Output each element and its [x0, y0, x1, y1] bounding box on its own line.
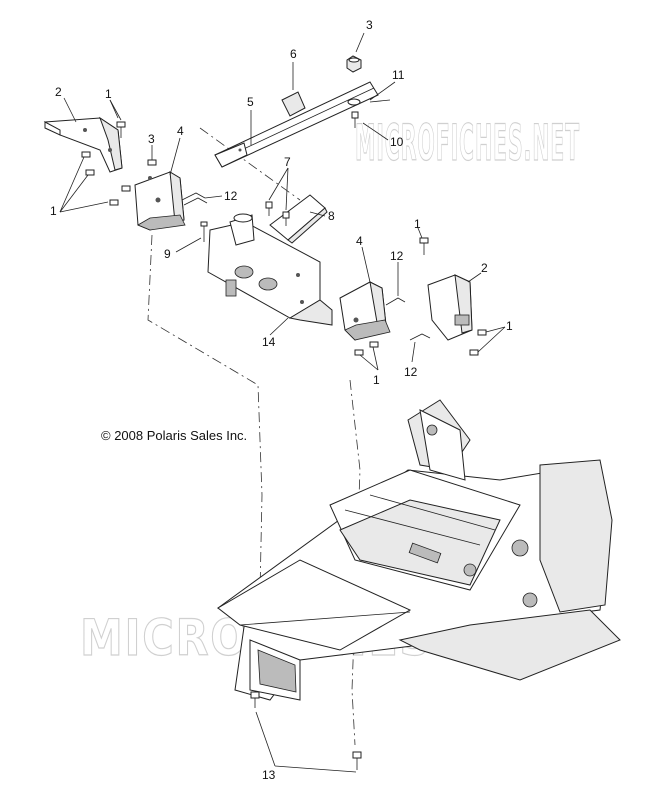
callout-5: 5: [247, 95, 254, 109]
crossbar-tube: [214, 81, 379, 168]
callout-3-top: 3: [366, 18, 373, 32]
callout-4-left: 4: [177, 124, 184, 138]
callout-labels: 3 6 11 5 10 2 1 3 4 1 12 7 8 9 14 4 1 12…: [50, 18, 513, 782]
callout-2-left: 2: [55, 85, 62, 99]
left-steering-bracket: [43, 116, 123, 173]
callout-8: 8: [328, 209, 335, 223]
bolts-left: [81, 121, 131, 206]
steering-post-housing: [207, 213, 333, 326]
clips-left: [181, 192, 208, 206]
upper-plate: [265, 194, 328, 244]
bottom-bolts: [250, 691, 362, 770]
callout-10: 10: [390, 135, 404, 149]
callout-13: 13: [262, 768, 276, 782]
callout-6: 6: [290, 47, 297, 61]
leader-lines: [59, 32, 506, 773]
pin: [200, 221, 208, 242]
clips-right: [385, 297, 431, 341]
callout-9: 9: [164, 247, 171, 261]
callout-14: 14: [262, 335, 276, 349]
callout-1-upper-right: 1: [414, 217, 421, 231]
callout-1-upper-left: 1: [105, 87, 112, 101]
copyright-notice: © 2008 Polaris Sales Inc.: [101, 428, 247, 443]
callout-3-left: 3: [148, 132, 155, 146]
callout-2-right: 2: [481, 261, 488, 275]
chassis-bulkhead: [217, 399, 621, 701]
left-mount: [134, 159, 186, 231]
watermark-top: MICROFICHES.NET: [355, 114, 580, 172]
callout-7: 7: [284, 155, 291, 169]
hardware-top-right: [346, 55, 391, 128]
callout-12-right-bottom: 12: [404, 365, 418, 379]
callout-1-lower-right: 1: [373, 373, 380, 387]
callout-1-right: 1: [506, 319, 513, 333]
callout-12-right-top: 12: [390, 249, 404, 263]
callout-4-right: 4: [356, 234, 363, 248]
callout-11: 11: [392, 68, 405, 82]
right-steering-bracket: [419, 237, 487, 356]
callout-12-left: 12: [224, 189, 238, 203]
callout-1-left: 1: [50, 204, 57, 218]
right-mount: [339, 281, 391, 356]
